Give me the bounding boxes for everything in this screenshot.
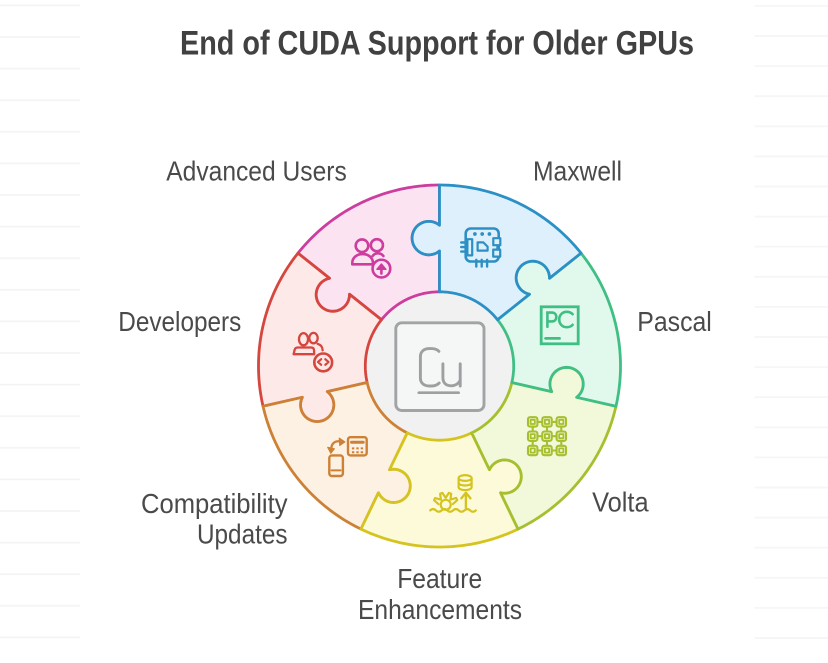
- svg-text:Volta: Volta: [592, 486, 649, 517]
- svg-text:Developers: Developers: [118, 306, 241, 337]
- svg-text:Updates: Updates: [197, 518, 288, 549]
- svg-text:Enhancements: Enhancements: [358, 594, 522, 625]
- svg-text:Maxwell: Maxwell: [533, 156, 622, 187]
- svg-text:Feature: Feature: [397, 563, 482, 594]
- svg-text:End of CUDA Support for Older: End of CUDA Support for Older GPUs: [180, 25, 694, 63]
- svg-text:Pascal: Pascal: [637, 306, 712, 337]
- svg-text:Compatibility: Compatibility: [141, 488, 288, 519]
- svg-text:Advanced Users: Advanced Users: [166, 156, 347, 187]
